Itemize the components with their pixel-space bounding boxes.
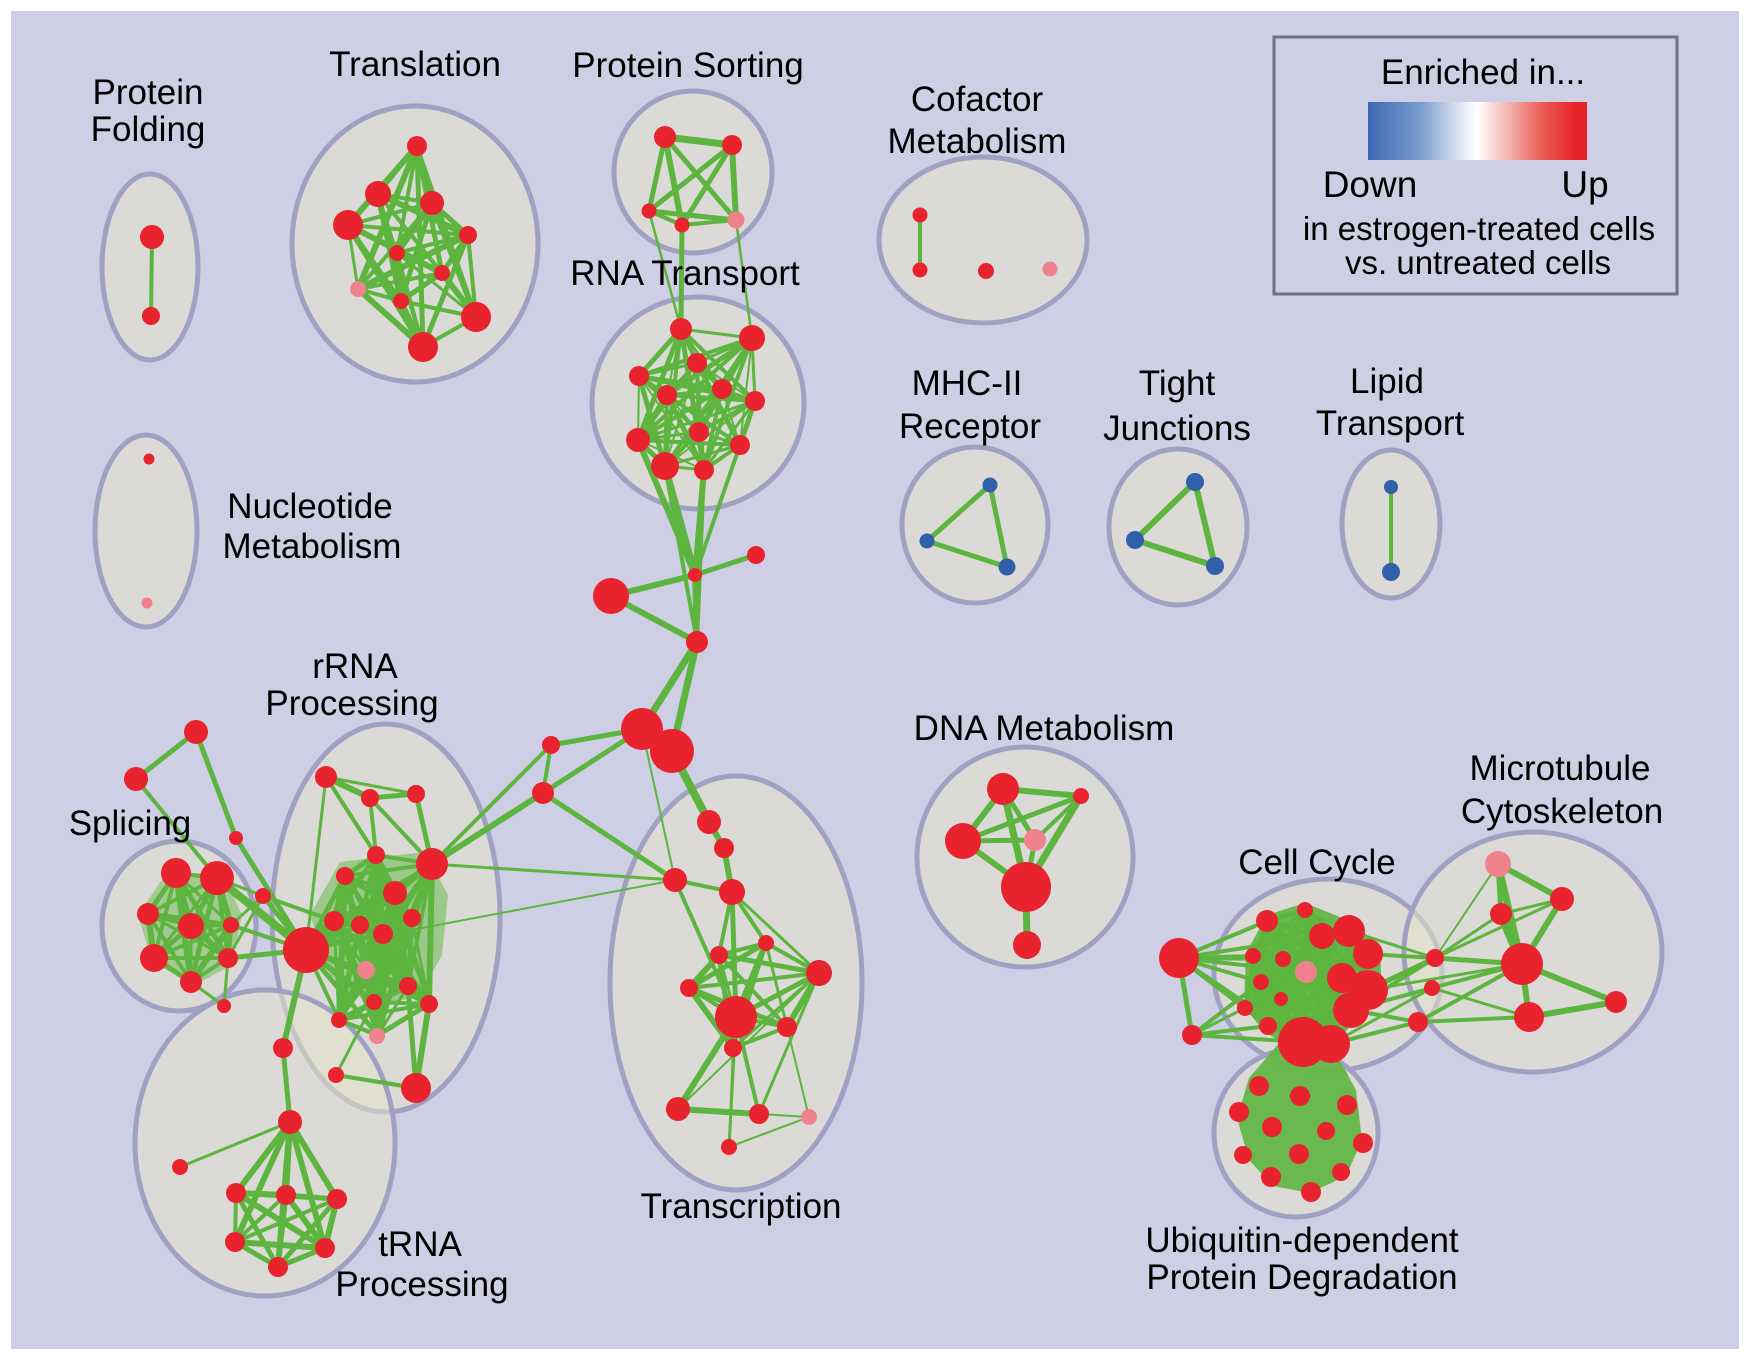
svg-text:Microtubule: Microtubule bbox=[1470, 749, 1651, 788]
svg-text:Protein Degradation: Protein Degradation bbox=[1146, 1258, 1457, 1297]
svg-text:RNA Transport: RNA Transport bbox=[570, 254, 800, 293]
svg-text:Processing: Processing bbox=[335, 1265, 508, 1304]
svg-text:in estrogen-treated cells: in estrogen-treated cells bbox=[1303, 210, 1655, 247]
svg-text:Receptor: Receptor bbox=[899, 407, 1041, 446]
svg-text:Tight: Tight bbox=[1139, 364, 1216, 403]
svg-text:Ubiquitin-dependent: Ubiquitin-dependent bbox=[1145, 1221, 1459, 1260]
svg-text:Cell Cycle: Cell Cycle bbox=[1238, 843, 1396, 882]
svg-text:MHC-II: MHC-II bbox=[912, 364, 1023, 403]
svg-text:Cytoskeleton: Cytoskeleton bbox=[1461, 792, 1663, 831]
svg-text:tRNA: tRNA bbox=[378, 1225, 462, 1264]
svg-text:Processing: Processing bbox=[265, 684, 438, 723]
svg-text:Down: Down bbox=[1323, 164, 1418, 205]
svg-text:vs. untreated cells: vs. untreated cells bbox=[1345, 244, 1611, 281]
svg-text:Protein: Protein bbox=[93, 73, 204, 112]
svg-text:Protein Sorting: Protein Sorting bbox=[572, 46, 804, 85]
svg-text:Enriched in...: Enriched in... bbox=[1381, 53, 1585, 92]
svg-text:Junctions: Junctions bbox=[1103, 409, 1251, 448]
svg-text:Transcription: Transcription bbox=[641, 1187, 842, 1226]
svg-text:Transport: Transport bbox=[1316, 404, 1465, 443]
svg-text:Metabolism: Metabolism bbox=[223, 527, 402, 566]
svg-text:rRNA: rRNA bbox=[312, 647, 398, 686]
svg-text:Up: Up bbox=[1561, 164, 1608, 205]
svg-text:DNA Metabolism: DNA Metabolism bbox=[914, 709, 1175, 748]
svg-text:Folding: Folding bbox=[91, 110, 206, 149]
svg-text:Translation: Translation bbox=[329, 45, 501, 84]
svg-text:Metabolism: Metabolism bbox=[888, 122, 1067, 161]
svg-text:Cofactor: Cofactor bbox=[911, 80, 1044, 119]
svg-text:Lipid: Lipid bbox=[1350, 362, 1424, 401]
svg-text:Nucleotide: Nucleotide bbox=[227, 487, 392, 526]
svg-text:Splicing: Splicing bbox=[69, 804, 192, 843]
